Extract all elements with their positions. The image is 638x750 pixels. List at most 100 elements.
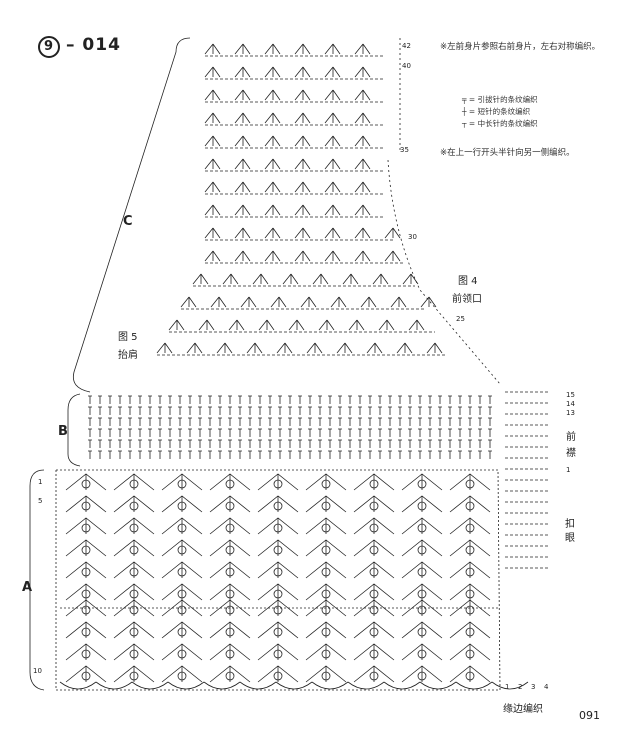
- tstitch-icon: [468, 395, 472, 404]
- fan-stitch-icon: [209, 621, 251, 639]
- tstitch-icon: [238, 395, 242, 404]
- picot-icon: [465, 545, 475, 555]
- tstitch-icon: [238, 450, 242, 459]
- tstitch-icon: [288, 428, 292, 437]
- section-a-label: A: [22, 580, 33, 595]
- fan-stitch-icon: [449, 473, 491, 491]
- shell-stitch-icon: [408, 319, 425, 331]
- tstitch-icon: [338, 406, 342, 415]
- left-row-5: 5: [38, 497, 43, 505]
- tstitch-icon: [478, 428, 482, 437]
- fig5-sub-label: 抬肩: [118, 350, 138, 361]
- front-placket-label-2: 襟: [566, 448, 576, 459]
- shell-stitch-icon: [264, 158, 281, 170]
- tstitch-icon: [118, 450, 122, 459]
- section-c-bracket: [72, 37, 191, 393]
- tstitch-icon: [468, 428, 472, 437]
- shell-stitch-icon: [204, 43, 221, 55]
- shell-stitch-icon: [294, 204, 311, 216]
- fan-stitch-icon: [305, 665, 347, 683]
- fan-stitch-icon: [401, 561, 443, 579]
- edging-scallop-icon: [203, 681, 241, 690]
- picot-icon: [369, 671, 379, 681]
- shell-stitch-icon: [234, 227, 251, 239]
- shell-stitch-icon: [204, 181, 221, 193]
- shell-stitch-icon: [336, 342, 353, 354]
- fan-stitch-icon: [161, 517, 203, 535]
- picot-icon: [273, 671, 283, 681]
- fan-stitch-icon: [113, 561, 155, 579]
- tstitch-icon: [198, 406, 202, 415]
- fan-stitch-icon: [257, 621, 299, 639]
- tstitch-icon: [148, 417, 152, 426]
- tstitch-icon: [318, 417, 322, 426]
- tstitch-icon: [408, 406, 412, 415]
- left-row-10: 10: [33, 667, 42, 675]
- tstitch-icon: [418, 439, 422, 448]
- tstitch-icon: [388, 406, 392, 415]
- tstitch-icon: [228, 428, 232, 437]
- fan-stitch-icon: [401, 665, 443, 683]
- shell-stitch-icon: [294, 66, 311, 78]
- picot-icon: [81, 627, 91, 637]
- tstitch-icon: [328, 406, 332, 415]
- note-neck: ※在上一行开头半针向另一侧编织。: [440, 148, 575, 158]
- picot-icon: [321, 649, 331, 659]
- picot-icon: [369, 479, 379, 489]
- tstitch-icon: [488, 395, 492, 404]
- picot-icon: [465, 605, 475, 615]
- picot-icon: [369, 589, 379, 599]
- picot-icon: [465, 671, 475, 681]
- tstitch-icon: [378, 439, 382, 448]
- tstitch-icon: [258, 439, 262, 448]
- picot-icon: [129, 589, 139, 599]
- tstitch-icon: [168, 450, 172, 459]
- tstitch-icon: [438, 428, 442, 437]
- tstitch-icon: [328, 439, 332, 448]
- tstitch-icon: [348, 395, 352, 404]
- tstitch-icon: [368, 417, 372, 426]
- tstitch-icon: [188, 428, 192, 437]
- tstitch-icon: [388, 439, 392, 448]
- fan-stitch-icon: [353, 599, 395, 617]
- shell-stitch-icon: [264, 227, 281, 239]
- shell-stitch-icon: [312, 273, 329, 285]
- shell-stitch-icon: [324, 250, 341, 262]
- tstitch-icon: [478, 450, 482, 459]
- tstitch-icon: [138, 439, 142, 448]
- fan-stitch-icon: [401, 583, 443, 601]
- fan-stitch-icon: [353, 517, 395, 535]
- tstitch-icon: [228, 406, 232, 415]
- tstitch-icon: [158, 439, 162, 448]
- tstitch-icon: [188, 450, 192, 459]
- tstitch-icon: [488, 428, 492, 437]
- placket-row-14: 14: [566, 400, 575, 408]
- shell-stitch-icon: [240, 296, 257, 308]
- fan-stitch-icon: [209, 495, 251, 513]
- shell-stitch-icon: [324, 89, 341, 101]
- tstitch-icon: [458, 406, 462, 415]
- fan-stitch-icon: [65, 621, 107, 639]
- tstitch-icon: [168, 428, 172, 437]
- picot-icon: [465, 501, 475, 511]
- picot-icon: [321, 501, 331, 511]
- picot-icon: [465, 567, 475, 577]
- shell-stitch-icon: [384, 227, 401, 239]
- fan-stitch-icon: [161, 665, 203, 683]
- shell-stitch-icon: [426, 342, 443, 354]
- tstitch-icon: [368, 439, 372, 448]
- tstitch-icon: [268, 406, 272, 415]
- shell-stitch-icon: [264, 135, 281, 147]
- shell-stitch-icon: [324, 181, 341, 193]
- shell-stitch-icon: [276, 342, 293, 354]
- shell-stitch-icon: [204, 250, 221, 262]
- tstitch-icon: [108, 428, 112, 437]
- picot-icon: [81, 589, 91, 599]
- tstitch-icon: [148, 428, 152, 437]
- shell-stitch-icon: [216, 342, 233, 354]
- tstitch-icon: [438, 450, 442, 459]
- picot-icon: [225, 627, 235, 637]
- placket-row-1: 1: [566, 466, 571, 474]
- tstitch-icon: [238, 417, 242, 426]
